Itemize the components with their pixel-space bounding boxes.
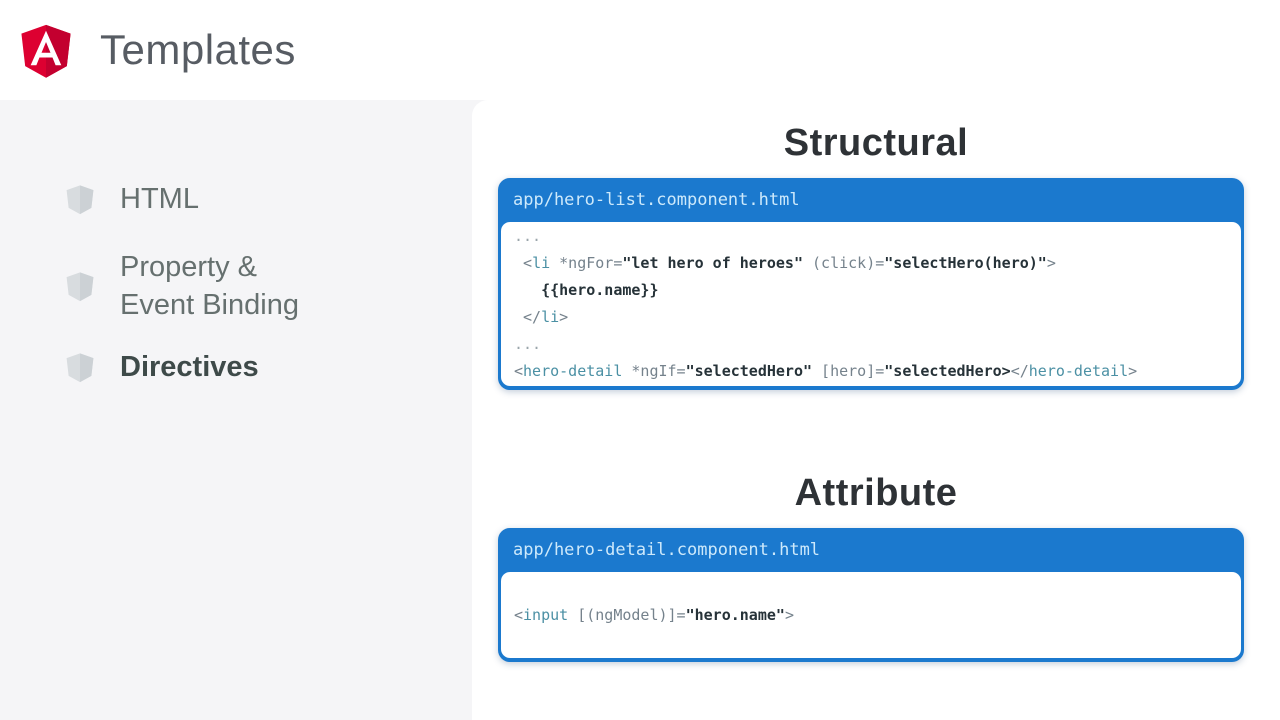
code-token: hero-detail <box>523 362 623 380</box>
code-line: <input [(ngModel)]="hero.name"> <box>514 602 1228 629</box>
sidebar-item-directives[interactable]: Directives <box>62 348 259 386</box>
code-token: li <box>532 254 551 272</box>
code-line: {{hero.name}} <box>514 277 1228 304</box>
code-token: > <box>1128 362 1138 380</box>
sidebar-item-html[interactable]: HTML <box>62 180 199 218</box>
code-body: <input [(ngModel)]="hero.name"> <box>501 572 1241 658</box>
code-line: ... <box>514 331 1228 358</box>
code-token: input <box>523 605 569 624</box>
code-token: > <box>1046 254 1056 272</box>
section-title-structural: Structural <box>783 122 969 164</box>
code-token: ... <box>514 227 542 245</box>
code-filename: app/hero-list.component.html <box>513 190 800 210</box>
code-line: <hero-detail *ngIf="selectedHero" [hero]… <box>514 358 1228 385</box>
sidebar-item-label: HTML <box>120 183 199 215</box>
sidebar: HTML Property & Event Binding Directives <box>0 100 500 720</box>
code-token: (click)= <box>803 254 885 272</box>
code-token: </ <box>1010 362 1029 380</box>
code-token: "selectHero(hero)" <box>884 254 1047 272</box>
code-token: ... <box>514 335 542 353</box>
code-token: [(ngModel)]= <box>568 605 686 624</box>
code-token: < <box>514 362 524 380</box>
code-token: > <box>559 308 569 326</box>
code-token: > <box>784 605 794 624</box>
page-title: Templates <box>100 26 296 73</box>
code-line: </li> <box>514 304 1228 331</box>
sidebar-item-label: Directives <box>120 351 259 383</box>
code-token: [hero]= <box>812 362 885 380</box>
sidebar-item-property-event-binding[interactable]: Property & Event Binding <box>62 248 335 324</box>
code-line: ... <box>514 223 1228 250</box>
code-token: li <box>541 308 560 326</box>
main-panel: Structural app/hero-list.component.html … <box>472 100 1280 720</box>
shield-icon <box>66 353 94 383</box>
code-token: "selectedHero" <box>685 362 813 380</box>
header: Templates <box>0 0 1280 100</box>
code-token: *ngIf= <box>622 362 686 380</box>
sidebar-item-label: Property & Event Binding <box>120 251 299 321</box>
code-token: "let hero of heroes" <box>622 254 803 272</box>
code-block-hero-detail: app/hero-detail.component.html <input [(… <box>498 528 1244 662</box>
code-token: "selectedHero> <box>884 362 1011 380</box>
code-line: <li *ngFor="let hero of heroes" (click)=… <box>514 250 1228 277</box>
shield-icon <box>66 272 94 302</box>
code-token: </ <box>514 308 542 326</box>
shield-icon <box>66 185 94 215</box>
code-token: < <box>514 605 524 624</box>
code-token: < <box>514 254 533 272</box>
section-title-attribute: Attribute <box>794 472 958 514</box>
angular-logo-icon <box>21 24 71 78</box>
code-token: "hero.name" <box>685 605 785 624</box>
code-block-hero-list: app/hero-list.component.html ... <li *ng… <box>498 178 1244 390</box>
code-token: {{hero.name}} <box>514 281 659 299</box>
code-token: *ngFor= <box>550 254 623 272</box>
code-token: hero-detail <box>1028 362 1129 380</box>
code-filename: app/hero-detail.component.html <box>513 540 821 560</box>
code-body: ... <li *ngFor="let hero of heroes" (cli… <box>501 222 1241 386</box>
